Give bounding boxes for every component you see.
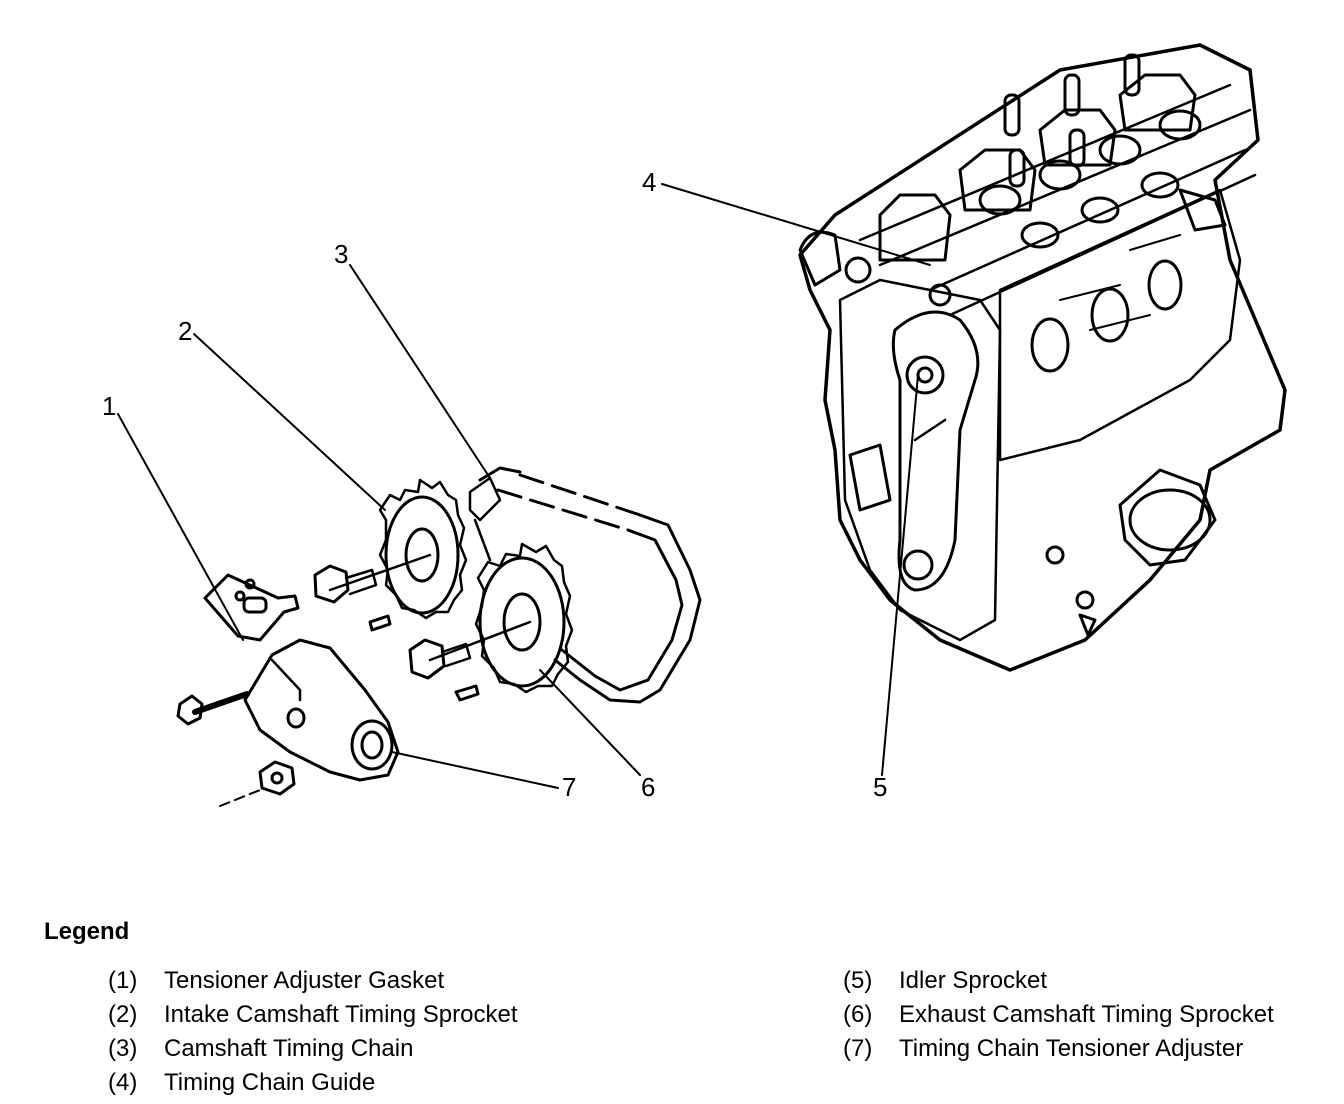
callout-2: 2 — [178, 316, 193, 346]
legend-item-number: (1) — [108, 967, 138, 994]
legend-item-label: Tensioner Adjuster Gasket — [164, 967, 445, 994]
timing-chain-tensioner-adjuster — [176, 638, 400, 807]
engine-cylinder-head — [798, 43, 1287, 672]
legend-item-label: Intake Camshaft Timing Sprocket — [164, 1001, 518, 1028]
intake-camshaft-sprocket — [313, 478, 468, 632]
legend-item-number: (7) — [843, 1035, 873, 1062]
callout-6: 6 — [641, 772, 656, 802]
exploded-timing-chain-diagram — [117, 43, 1287, 807]
legend-item-label: Idler Sprocket — [899, 967, 1048, 994]
legend-item-number: (5) — [843, 967, 873, 994]
callout-leader-lines — [117, 183, 931, 789]
legend-item-label: Timing Chain Guide — [164, 1069, 376, 1096]
legend-item-label: Exhaust Camshaft Timing Sprocket — [899, 1001, 1274, 1028]
legend-item-number: (2) — [108, 1001, 138, 1028]
callout-4: 4 — [642, 167, 657, 197]
callout-1: 1 — [102, 391, 117, 421]
exhaust-camshaft-sprocket — [408, 542, 574, 702]
legend-item-number: (3) — [108, 1035, 138, 1062]
callout-3: 3 — [334, 239, 349, 269]
callout-7: 7 — [562, 772, 577, 802]
legend-item-label: Timing Chain Tensioner Adjuster — [899, 1035, 1244, 1062]
legend-title: Legend — [44, 918, 130, 945]
legend-item-number: (6) — [843, 1001, 873, 1028]
callout-5: 5 — [873, 772, 888, 802]
tensioner-adjuster-gasket — [203, 573, 300, 642]
legend-item-number: (4) — [108, 1069, 138, 1096]
legend-item-label: Camshaft Timing Chain — [164, 1035, 414, 1062]
camshaft-timing-chain — [468, 466, 702, 704]
